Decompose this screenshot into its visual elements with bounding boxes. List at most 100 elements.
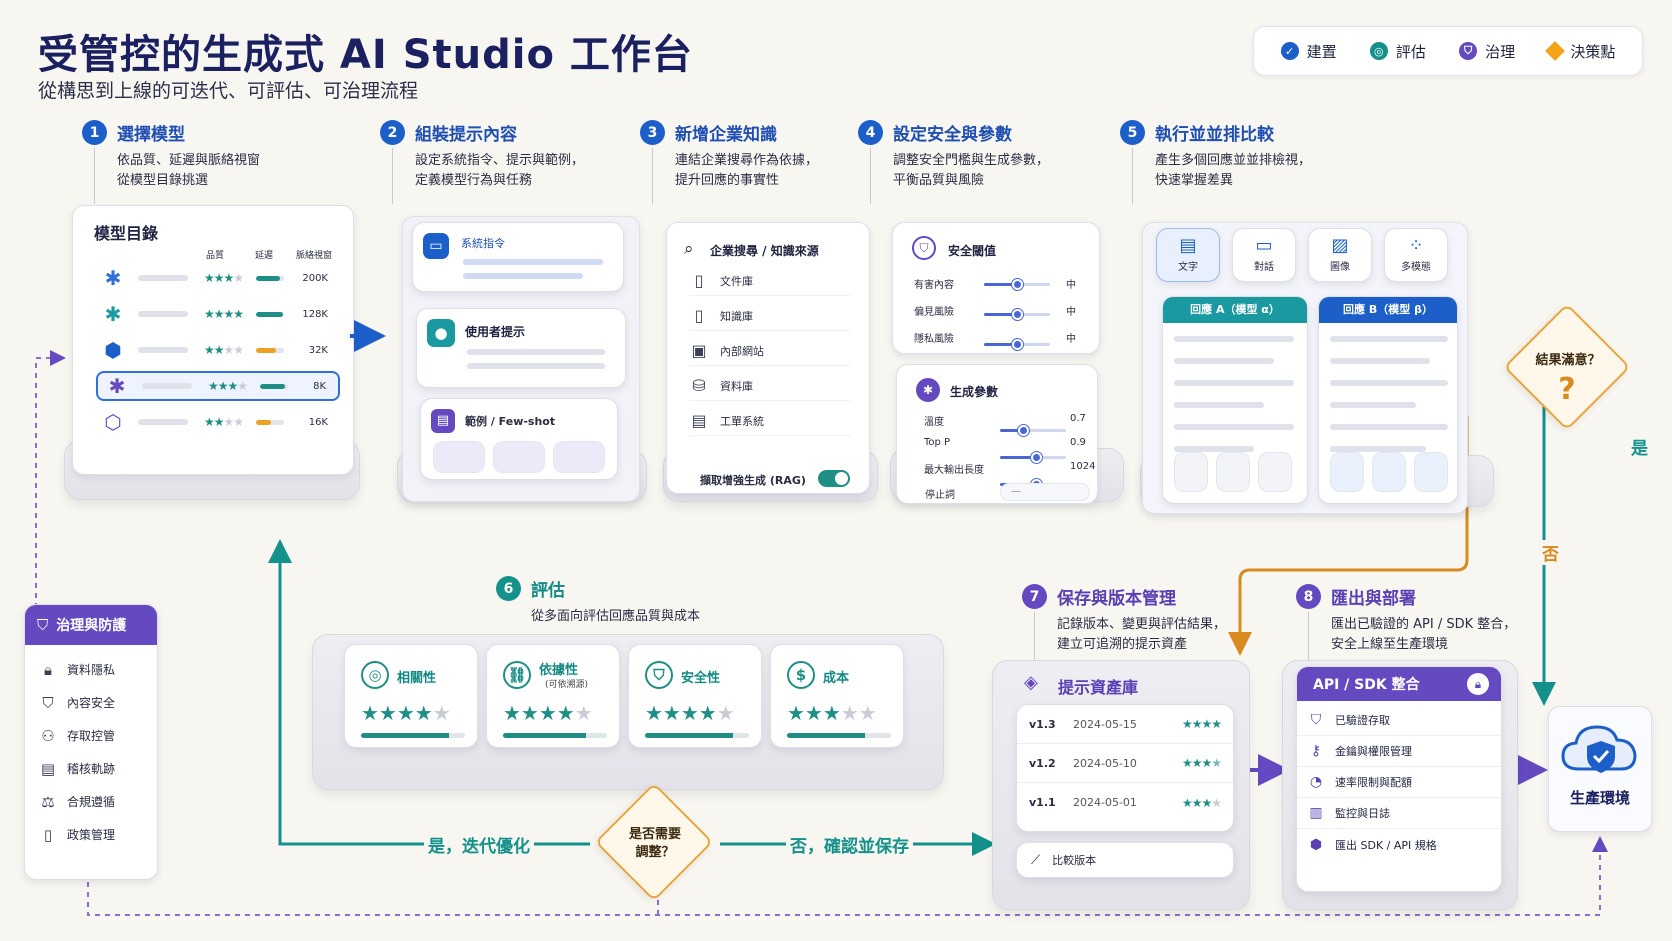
step-desc: 快速掌握差異 bbox=[1155, 173, 1234, 188]
latency-bar bbox=[260, 383, 288, 389]
stop-words-input[interactable]: — bbox=[1000, 483, 1090, 501]
step-desc: 定義模型行為與任務 bbox=[415, 173, 533, 188]
step-desc: 安全上線至生產環境 bbox=[1331, 637, 1449, 652]
step-number: 1 bbox=[82, 120, 107, 145]
knowledge-card bbox=[666, 222, 870, 494]
compare-versions-button[interactable]: ⟋ 比較版本 bbox=[1016, 842, 1234, 878]
governance-item[interactable]: ▤稽核軌跡 bbox=[25, 752, 157, 785]
connector bbox=[870, 148, 871, 204]
api-item[interactable]: ▥監控與日誌 bbox=[1297, 798, 1501, 829]
evaluation-card: ⛉安全性★★★★★ bbox=[628, 644, 762, 748]
model-row[interactable]: ⬢★★★★32K bbox=[96, 335, 340, 365]
quality-stars: ★★★★ bbox=[204, 343, 244, 357]
param-slider[interactable] bbox=[1000, 452, 1066, 463]
evaluation-stars: ★★★★★ bbox=[503, 701, 593, 725]
step-desc: 設定系統指令、提示與範例， bbox=[415, 153, 585, 168]
placeholder-line bbox=[138, 275, 188, 281]
page-title: 受管控的生成式 AI Studio 工作台 bbox=[38, 32, 693, 78]
model-row[interactable]: ✱★★★★200K bbox=[96, 263, 340, 293]
check-circle-icon: ✓ bbox=[1280, 42, 1299, 60]
knowledge-source-label: 資料庫 bbox=[720, 379, 753, 393]
knowledge-source-item[interactable]: ▤工單系統 bbox=[690, 406, 850, 436]
placeholder-line bbox=[1330, 336, 1448, 342]
legend: ✓ 建置 ◎ 評估 ⛉ 治理 決策點 bbox=[1253, 26, 1643, 76]
step-desc: 從多面向評估回應品質與成本 bbox=[531, 609, 701, 624]
param-value: 0.7 bbox=[1070, 413, 1086, 424]
evaluation-card: ⛓依據性(可依溯源)★★★★★ bbox=[486, 644, 620, 748]
knowledge-source-item[interactable]: ▯文件庫 bbox=[690, 266, 850, 296]
compare-tab[interactable]: ▨圖像 bbox=[1308, 228, 1372, 282]
knowledge-title: 企業搜尋 / 知識來源 bbox=[710, 244, 819, 258]
response-b-title: 回應 B（模型 β） bbox=[1319, 297, 1457, 323]
model-icon: ⬡ bbox=[104, 410, 122, 434]
model-row[interactable]: ⬡★★★★16K bbox=[96, 407, 340, 437]
evaluation-stars: ★★★★★ bbox=[787, 701, 877, 725]
api-item[interactable]: ⛉已驗證存取 bbox=[1297, 705, 1501, 736]
lock-icon: 🔒︎ bbox=[1467, 673, 1489, 695]
param-label: 最大輸出長度 bbox=[924, 465, 984, 476]
page-subtitle: 從構思到上線的可迭代、可評估、可治理流程 bbox=[38, 80, 419, 102]
param-slider[interactable] bbox=[1000, 425, 1066, 436]
api-panel: API / SDK 整合 🔒︎ ⛉已驗證存取⚷金鑰與權限管理◔速率限制與配額▥監… bbox=[1296, 666, 1502, 892]
compare-tab-label: 多模態 bbox=[1401, 262, 1431, 273]
governance-item[interactable]: 🔒︎資料隱私 bbox=[25, 653, 157, 686]
evaluation-stars: ★★★★★ bbox=[645, 701, 735, 725]
governance-label: 稽核軌跡 bbox=[67, 762, 116, 776]
placeholder-line bbox=[138, 419, 188, 425]
user-prompt-label: 使用者提示 bbox=[465, 325, 526, 339]
content-thumbnail bbox=[1330, 452, 1364, 492]
example-tile bbox=[433, 441, 485, 473]
safety-label: 偏見風險 bbox=[914, 307, 954, 318]
placeholder-line bbox=[1330, 424, 1448, 430]
params-icon: ✱ bbox=[916, 378, 940, 402]
connector bbox=[1132, 148, 1133, 204]
compare-tab[interactable]: ▭對話 bbox=[1232, 228, 1296, 282]
production-environment: 生產環境 bbox=[1548, 706, 1652, 832]
evaluation-label: 成本 bbox=[823, 671, 850, 686]
param-value: 0.9 bbox=[1070, 437, 1086, 448]
api-item[interactable]: ⬢匯出 SDK / API 規格 bbox=[1297, 829, 1501, 860]
connector bbox=[652, 148, 653, 204]
stop-words-label: 停止詞 bbox=[925, 490, 955, 501]
model-row[interactable]: ✱★★★★8K bbox=[96, 371, 340, 401]
compare-tab[interactable]: ▤文字 bbox=[1156, 228, 1220, 282]
model-row[interactable]: ✱★★★★128K bbox=[96, 299, 340, 329]
knowledge-source-label: 知識庫 bbox=[720, 309, 753, 323]
fewshot-label: 範例 / Few-shot bbox=[465, 415, 556, 428]
layers-icon: ◈ bbox=[1024, 672, 1038, 693]
governance-item[interactable]: ⛉內容安全 bbox=[25, 686, 157, 719]
knowledge-source-item[interactable]: ▣內部網站 bbox=[690, 336, 850, 366]
governance-panel: ⛉ 治理與防護 🔒︎資料隱私⛉內容安全⚇存取控管▤稽核軌跡⚖合規遵循▯政策管理 bbox=[24, 604, 158, 880]
safety-label: 隱私風險 bbox=[914, 334, 954, 345]
safety-slider[interactable] bbox=[984, 339, 1050, 350]
knowledge-source-item[interactable]: ⛁資料庫 bbox=[690, 371, 850, 401]
step-number: 4 bbox=[858, 120, 883, 145]
step-number: 6 bbox=[496, 576, 521, 601]
api-item-label: 匯出 SDK / API 規格 bbox=[1335, 838, 1437, 852]
chat-icon: ▭ bbox=[423, 233, 449, 259]
step-number: 2 bbox=[380, 120, 405, 145]
placeholder-line bbox=[1174, 424, 1294, 430]
arrow-yes-production bbox=[1524, 356, 1556, 706]
knowledge-source-item[interactable]: ▯知識庫 bbox=[690, 301, 850, 331]
safety-slider[interactable] bbox=[984, 309, 1050, 320]
api-item[interactable]: ⚷金鑰與權限管理 bbox=[1297, 736, 1501, 767]
model-icon: ⬢ bbox=[104, 338, 122, 362]
rag-toggle[interactable] bbox=[818, 470, 850, 487]
governance-item[interactable]: ▯政策管理 bbox=[25, 818, 157, 851]
governance-item[interactable]: ⚖合規遵循 bbox=[25, 785, 157, 818]
api-item-label: 監控與日誌 bbox=[1335, 807, 1390, 820]
compare-tab[interactable]: ⁘多模態 bbox=[1384, 228, 1448, 282]
api-item[interactable]: ◔速率限制與配額 bbox=[1297, 767, 1501, 798]
label-yes: 是 bbox=[1627, 434, 1652, 459]
step-1-header: 1 選擇模型 依品質、延遲與脈絡視窗從模型目錄挑選 bbox=[82, 120, 260, 191]
governance-item[interactable]: ⚇存取控管 bbox=[25, 719, 157, 752]
safety-slider[interactable] bbox=[984, 279, 1050, 290]
param-label: Top P bbox=[924, 437, 951, 448]
step-title: 執行並並排比較 bbox=[1155, 125, 1274, 145]
step-number: 3 bbox=[640, 120, 665, 145]
